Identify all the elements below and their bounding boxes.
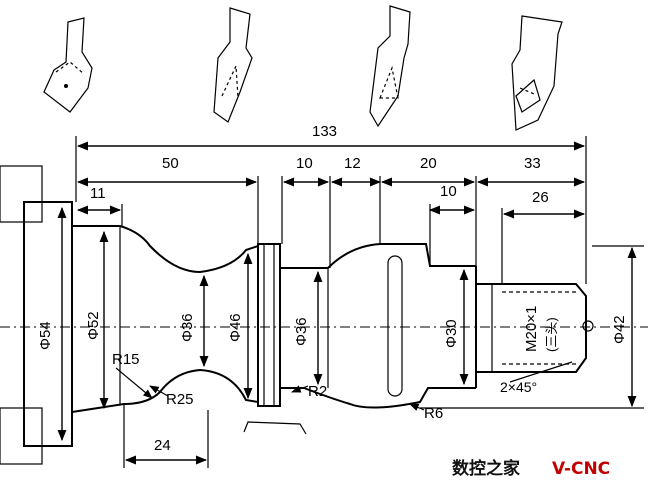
tool-1-icon: [43, 17, 93, 113]
dia-36-b: Φ36: [293, 317, 310, 346]
thread-note: (三头): [544, 317, 559, 352]
chamfer-label: 2×45°: [500, 379, 537, 395]
dim-50: 50: [162, 155, 179, 172]
dia-46: Φ46: [227, 313, 244, 342]
dim-24: 24: [154, 437, 171, 454]
diameter-lines: [57, 206, 644, 442]
radius-r6: R6: [424, 405, 443, 422]
radius-leaders: [115, 320, 594, 435]
dia-54: Φ54: [37, 321, 54, 350]
dia-30: Φ30: [443, 319, 460, 348]
dim-10-a: 10: [296, 155, 313, 172]
watermark-brand: V-CNC: [552, 459, 610, 479]
dim-12: 12: [344, 155, 361, 172]
part-profile: [23, 201, 587, 447]
dim-133: 133: [312, 123, 337, 140]
radius-r25: R25: [166, 391, 194, 408]
radius-r15: R15: [112, 351, 140, 368]
dim-26: 26: [532, 189, 549, 206]
watermark-cn: 数控之家: [452, 458, 520, 479]
dim-10-b: 10: [440, 183, 457, 200]
tool-4-icon: [511, 15, 563, 131]
dimension-lines: [75, 136, 587, 468]
dia-36-a: Φ36: [179, 313, 196, 342]
dim-11: 11: [90, 185, 106, 202]
dia-42: Φ42: [611, 315, 628, 344]
thread-spec: M20×1: [523, 306, 540, 352]
dimension-labels: 133 50 11 10 12 20 10 33 26 24 Φ54 Φ52 Φ…: [37, 123, 628, 479]
dia-52: Φ52: [85, 311, 102, 340]
radius-r2: R2: [308, 383, 327, 400]
dim-33: 33: [524, 155, 541, 172]
chuck: [0, 165, 43, 465]
tool-2-icon: [213, 7, 253, 123]
tool-3-icon: [369, 5, 411, 128]
dim-20: 20: [420, 155, 437, 172]
